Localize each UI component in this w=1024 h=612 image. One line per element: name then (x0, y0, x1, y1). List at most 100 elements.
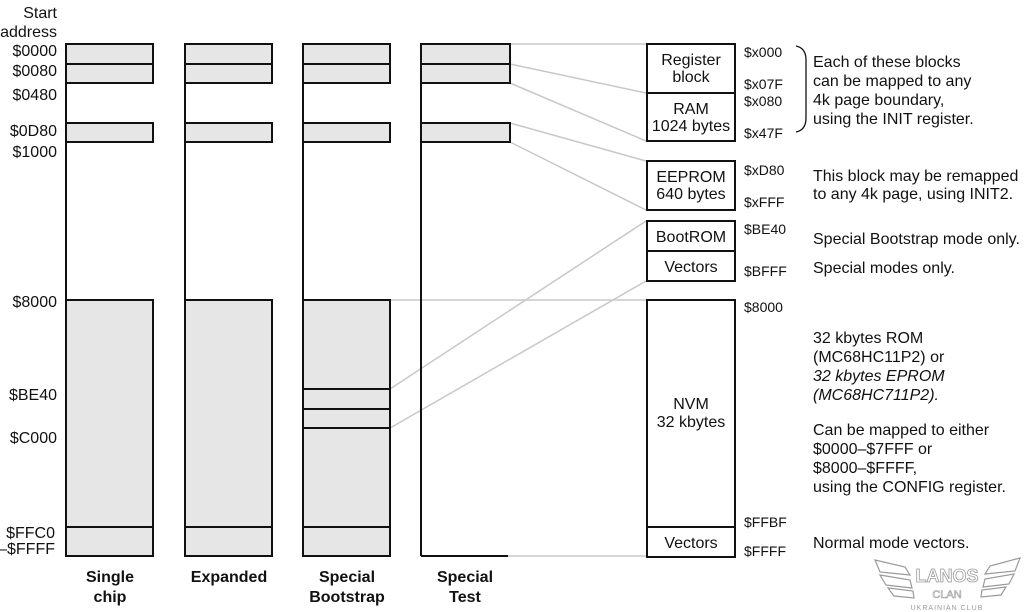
register-block-label: Register (661, 52, 721, 69)
register-block-region (184, 43, 273, 65)
note-text: (MC68HC711P2). (813, 387, 939, 404)
address-label: $BE40 (9, 387, 57, 404)
detail-address: $xFFF (744, 194, 784, 210)
eeprom-region (302, 122, 391, 143)
nvm-label: NVM (673, 396, 709, 413)
register-block-label: block (672, 69, 710, 86)
register-block-region (420, 43, 511, 65)
address-label: $0080 (13, 63, 58, 80)
special-vectors-detail (646, 250, 736, 282)
detail-address: $xD80 (744, 162, 785, 178)
start-address-label-line2: address (0, 24, 57, 41)
column-expanded (184, 43, 273, 557)
note-text: 4k page boundary, (813, 92, 944, 109)
note-text: Special Bootstrap mode only. (813, 231, 1020, 248)
register-block-region (65, 43, 154, 65)
ram-region (65, 63, 154, 84)
rom-region (302, 299, 391, 390)
eeprom-detail (646, 160, 736, 211)
address-axis-labels: $0000 $0080 $0480 $0D80 $1000 $8000 $BE4… (0, 43, 57, 558)
note-text: Special modes only. (813, 260, 955, 277)
vectors-region (302, 526, 391, 557)
bracket-icon (795, 45, 807, 133)
column-label: Bootstrap (309, 589, 385, 606)
column-special-bootstrap (302, 43, 391, 557)
column-label: Single (86, 569, 134, 586)
address-label: –$FFFF (0, 541, 55, 558)
register-block-region (302, 43, 391, 65)
vectors-region (65, 526, 154, 557)
detail-address: $FFFF (744, 543, 786, 559)
rom-region (184, 299, 273, 528)
rom-region (302, 427, 391, 528)
connector-line (389, 280, 647, 429)
detail-address: $x47F (744, 125, 783, 141)
detail-address: $x000 (744, 44, 782, 60)
detail-address: $BFFF (744, 263, 787, 279)
connector-line (509, 63, 647, 94)
address-label: $8000 (13, 294, 58, 311)
detail-blocks: Register block RAM 1024 bytes EEPROM 640… (646, 43, 736, 558)
watermark-subtitle: CLAN (932, 589, 961, 601)
detail-address-labels: $x000 $x07F $x080 $x47F $xD80 $xFFF $BE4… (744, 44, 787, 559)
ram-region (184, 63, 273, 84)
connector-line (389, 220, 647, 390)
column-label: Special (437, 569, 493, 586)
note-text: $8000–$FFFF, (813, 460, 917, 477)
special-vectors-label: Vectors (664, 259, 717, 276)
connector-line (509, 141, 647, 211)
address-label: $0D80 (10, 123, 57, 140)
bootrom-region (302, 388, 391, 410)
watermark-tagline: UKRAINIAN CLUB (911, 605, 984, 612)
nvm-detail (646, 299, 736, 528)
vectors-region (184, 526, 273, 557)
bootrom-label: BootROM (656, 229, 726, 246)
address-label: $FFC0 (6, 525, 55, 542)
column-special-test (420, 43, 511, 557)
column-single-chip (65, 43, 154, 557)
column-label: Test (449, 589, 481, 606)
note-text: can be mapped to any (813, 73, 971, 90)
note-text: (MC68HC11P2) or (813, 349, 945, 366)
note-text: using the INIT register. (813, 111, 974, 128)
detail-address: $BE40 (744, 221, 786, 237)
note-text: $0000–$7FFF or (813, 441, 933, 458)
eeprom-label: EEPROM (656, 169, 725, 186)
detail-address: $8000 (744, 299, 783, 315)
ram-label: RAM (673, 101, 709, 118)
right-wing-icon (980, 557, 1021, 598)
note-text: This block may be remapped (813, 168, 1018, 185)
address-label: $0000 (13, 43, 58, 60)
note-text: 32 kbytes EPROM (813, 368, 945, 385)
note-text: Each of these blocks (813, 54, 961, 71)
eeprom-label: 640 bytes (656, 186, 725, 203)
eeprom-region (65, 122, 154, 143)
column-label: chip (94, 589, 127, 606)
note-text: to any 4k page, using INIT2. (813, 186, 1013, 203)
special-vectors-region (302, 408, 391, 429)
column-label: Special (319, 569, 375, 586)
connector-line (509, 122, 647, 162)
left-wing-icon (873, 559, 915, 599)
note-text: Can be mapped to either (813, 422, 990, 439)
eeprom-region (184, 122, 273, 143)
connector-line (509, 82, 647, 142)
rom-region (65, 299, 154, 528)
watermark-title: LANOS (916, 566, 979, 586)
address-label: $C000 (10, 430, 57, 447)
column-label: Expanded (191, 569, 267, 586)
notes: Each of these blocks can be mapped to an… (813, 54, 1020, 552)
ram-region (420, 63, 511, 84)
detail-address: $x080 (744, 93, 782, 109)
detail-address: $x07F (744, 76, 783, 92)
note-text: 32 kbytes ROM (813, 330, 923, 347)
start-address-label-line1: Start (23, 5, 57, 22)
address-label: $1000 (13, 144, 58, 161)
detail-address: $FFBF (744, 514, 787, 530)
address-label: $0480 (13, 87, 58, 104)
bootrom-detail (646, 220, 736, 252)
eeprom-region (420, 122, 511, 143)
ram-label: 1024 bytes (652, 118, 730, 135)
watermark-logo: LANOS CLAN UKRAINIAN CLUB (873, 557, 1021, 612)
